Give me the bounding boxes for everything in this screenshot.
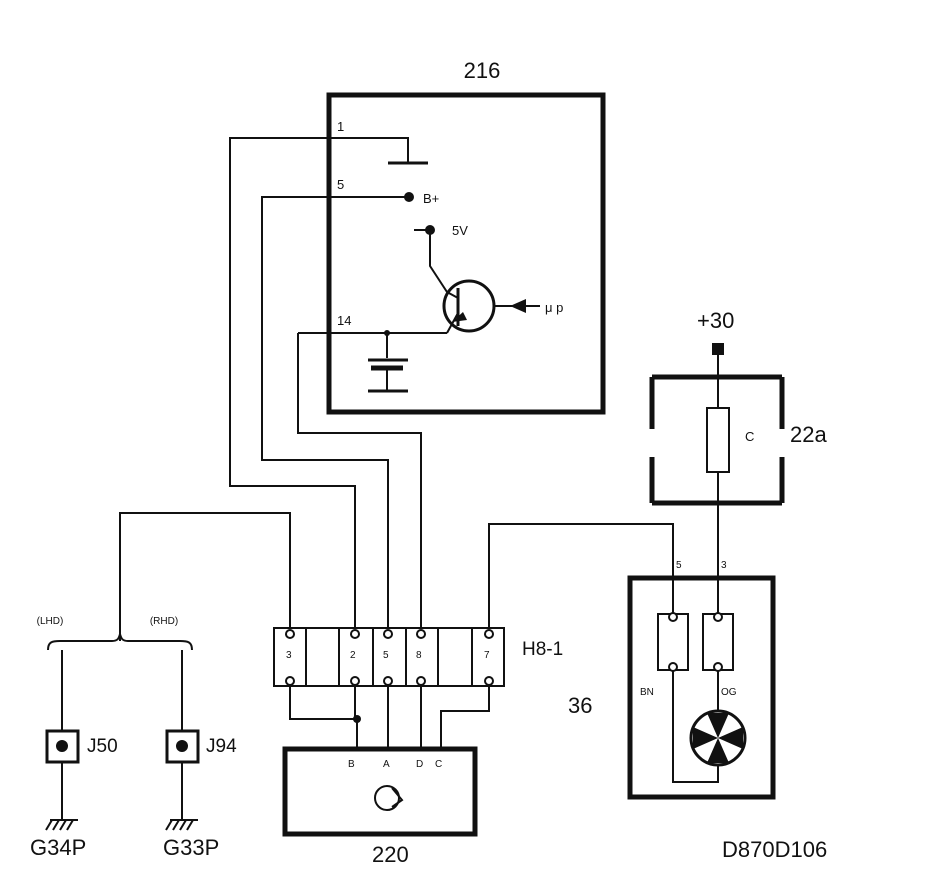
connector-pin-2: 2 — [350, 650, 356, 661]
sensor-pin-c: C — [435, 759, 442, 770]
connector-pin-3: 3 — [286, 650, 292, 661]
ground-g34p-symbol — [45, 819, 78, 831]
relay-pin-5-label: 5 — [676, 560, 682, 571]
relay-terminal-bn — [657, 613, 689, 671]
supply-label: +30 — [697, 308, 734, 333]
ground-g33p-symbol — [165, 819, 198, 831]
connector-pin-7: 7 — [484, 650, 490, 661]
ecu-ref-label: 216 — [464, 58, 501, 83]
wire-pin7-relay — [488, 523, 674, 629]
relay-bn-label: BN — [640, 687, 654, 698]
sensor-220: B A D C 220 — [282, 746, 478, 867]
variant-rhd-label: (RHD) — [150, 616, 178, 627]
fuse-box-22a: +30 C 22a — [649, 308, 827, 576]
transistor-symbol — [442, 279, 540, 334]
relay-og-label: OG — [721, 687, 737, 698]
fuse-symbol — [706, 407, 730, 473]
microprocessor-label: μ p — [545, 300, 563, 315]
fuse-box-ref-label: 22a — [790, 422, 827, 447]
ecu-216: 216 1 5 14 B+ 5V μ p — [298, 58, 606, 415]
ecu-pin-1-label: 1 — [337, 119, 344, 134]
drawing-id-label: D870D106 — [722, 837, 827, 862]
connector-pin-8: 8 — [416, 650, 422, 661]
ecu-pin-5-label: 5 — [337, 177, 344, 192]
connector-pin-5: 5 — [383, 650, 389, 661]
variant-brace — [47, 633, 193, 651]
wire-pin1 — [229, 137, 356, 629]
relay-terminal-og — [702, 613, 734, 671]
wire-ground-branch — [119, 512, 291, 641]
joint-j94-label: J94 — [206, 736, 237, 757]
ground-g34p-label: G34P — [30, 835, 86, 860]
ground-g33p-label: G33P — [163, 835, 219, 860]
ecu-5v-label: 5V — [452, 223, 468, 238]
sensor-ref-label: 220 — [372, 842, 409, 867]
wire-pin14 — [297, 333, 422, 629]
sensor-symbol — [374, 785, 400, 811]
joint-j50-label: J50 — [87, 736, 118, 757]
sensor-pin-a: A — [383, 759, 390, 770]
ecu-pin-14-label: 14 — [337, 313, 351, 328]
relay-ref-label: 36 — [568, 693, 592, 718]
wire-pin7-c — [440, 686, 490, 749]
sensor-pin-b: B — [348, 759, 355, 770]
variant-lhd-label: (LHD) — [37, 616, 64, 627]
ground-rhd: J94 G33P — [163, 650, 237, 860]
ecu-bplus-label: B+ — [423, 191, 439, 206]
relay-36: 5 3 BN OG 36 — [568, 560, 776, 800]
sensor-pin-d: D — [416, 759, 423, 770]
wire-pin3-b — [289, 686, 358, 749]
relay-pin-3-label: 3 — [721, 560, 727, 571]
relay-lamp-symbol — [689, 709, 747, 767]
ground-lhd: J50 G34P — [30, 650, 118, 860]
wire-pin5 — [261, 196, 389, 629]
capacitor-symbol — [368, 358, 408, 393]
fuse-label: C — [745, 429, 754, 444]
connector-ref-label: H8-1 — [522, 639, 563, 660]
connector-h8-1: 3 2 5 8 7 H8-1 — [273, 627, 563, 687]
